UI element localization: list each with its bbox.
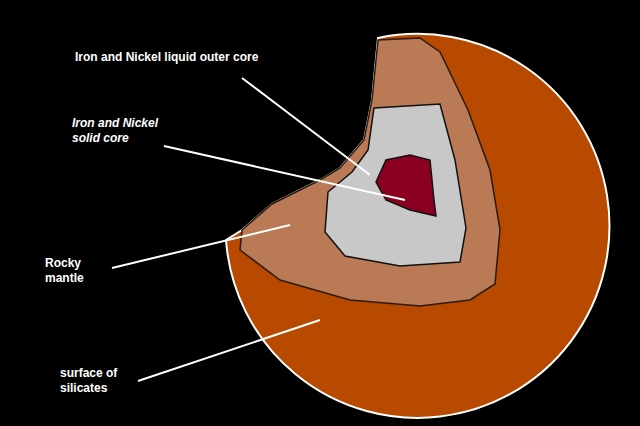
leader-line	[164, 146, 405, 200]
part-label: Rocky mantle	[45, 256, 105, 286]
part-label: surface of silicates	[60, 366, 140, 396]
part-label: Iron and Nickel liquid outer core	[75, 50, 265, 65]
leader-line	[112, 225, 290, 268]
inner-core	[376, 155, 436, 216]
part-label: Iron and Nickel solid core	[72, 116, 162, 146]
leader-line	[138, 320, 320, 381]
outer-core	[325, 104, 466, 266]
leader-line	[242, 78, 370, 175]
